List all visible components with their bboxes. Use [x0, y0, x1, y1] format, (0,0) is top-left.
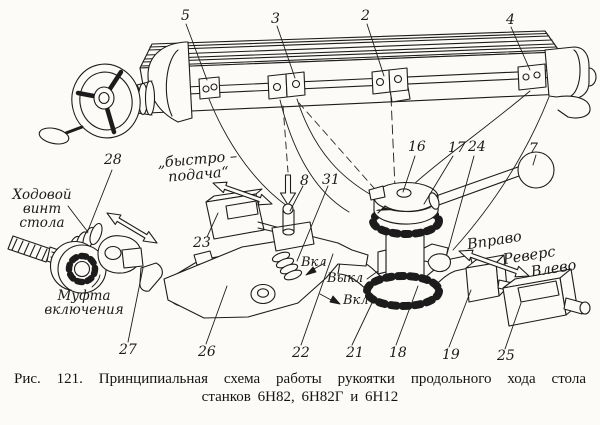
part-number-25: 25 — [497, 348, 515, 364]
trip-dog-3 — [267, 71, 306, 100]
central-hub — [363, 181, 443, 310]
hand-lever-with-ball — [428, 151, 555, 210]
part-number-16: 16 — [408, 139, 426, 155]
position-arrows — [305, 262, 379, 305]
pin-8-block — [271, 203, 315, 252]
part-number-5: 5 — [181, 8, 190, 24]
disengaged-label: Выкл — [327, 271, 364, 286]
pin-spring — [271, 251, 303, 281]
engagement-clutch — [49, 240, 107, 294]
machine-table — [139, 30, 564, 114]
part-number-18: 18 — [389, 345, 407, 361]
part-number-21: 21 — [346, 345, 364, 361]
trip-dog-4 — [517, 63, 547, 91]
part-number-24: 24 — [468, 139, 486, 155]
part-number-27: 27 — [119, 342, 137, 358]
trip-dog-2 — [371, 67, 411, 103]
part-number-3: 3 — [271, 11, 280, 27]
reverse-direction-arrow-icon — [458, 249, 530, 278]
clutch-label: Муфта включения — [44, 288, 124, 319]
part-number-2: 2 — [361, 8, 370, 24]
clamp-25 — [502, 268, 591, 327]
part-number-26: 26 — [198, 344, 216, 360]
trip-dog-5 — [198, 76, 221, 100]
leader-lines — [67, 23, 537, 350]
part-number-4: 4 — [506, 12, 515, 28]
part-number-8: 8 — [300, 173, 309, 189]
table-left-bracket — [147, 41, 193, 123]
part-number-7: 7 — [529, 141, 538, 157]
down-arrow-icon — [279, 174, 297, 206]
engaged-lower-label: Вкл — [343, 293, 369, 308]
base-plate-26 — [163, 235, 369, 319]
linkage-trace-lines — [208, 90, 550, 251]
part-number-23: 23 — [193, 235, 211, 251]
lead-screw-label: Ходовой винт стола — [12, 187, 72, 232]
caption-line2: станков 6Н82, 6Н82Г и 6Н12 — [201, 389, 399, 405]
table-right-end — [544, 46, 597, 119]
clutch-direction-arrow-icon — [106, 212, 158, 244]
engaged-upper-label: Вкл — [301, 255, 327, 270]
part-number-19: 19 — [442, 347, 460, 363]
coupling-yoke — [97, 235, 144, 274]
handwheel — [38, 63, 141, 145]
clamp-23 — [205, 188, 281, 240]
part-number-22: 22 — [292, 345, 310, 361]
figure-caption: Рис. 121. Принципиальная схема работы ру… — [0, 371, 600, 406]
part-number-31: 31 — [322, 172, 340, 188]
part-number-28: 28 — [104, 152, 122, 168]
fast-feed-arrow-icon — [212, 181, 273, 206]
part-number-17: 17 — [448, 140, 466, 156]
caption-line1: Рис. 121. Принципиальная схема работы ру… — [14, 371, 586, 387]
